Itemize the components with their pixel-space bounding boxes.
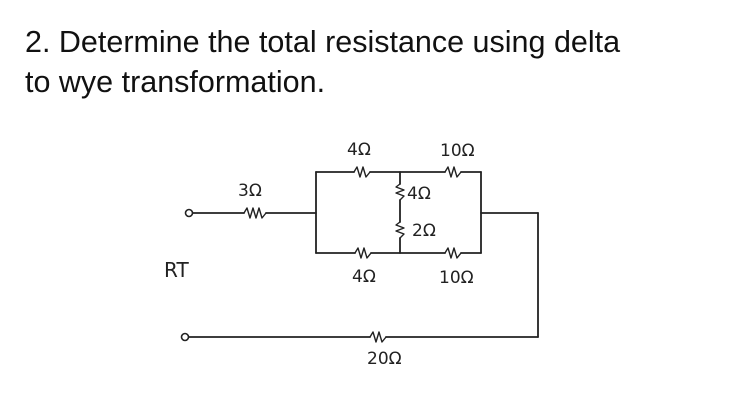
label-20-ohm: 20Ω — [367, 349, 402, 369]
resistor-10-ohm-top — [444, 166, 462, 178]
label-4-ohm-top: 4Ω — [347, 140, 371, 160]
label-4-ohm-middle: 4Ω — [407, 184, 431, 204]
terminal-top — [184, 208, 194, 218]
resistor-10-ohm-bottom — [444, 247, 462, 259]
resistor-20-ohm — [369, 331, 387, 343]
question-line-1: 2. Determine the total resistance using … — [25, 25, 621, 59]
label-2-ohm-middle: 2Ω — [412, 221, 436, 241]
terminal-bottom — [180, 332, 190, 342]
resistor-3-ohm — [243, 207, 267, 219]
question-line-2: to wye transformation. — [25, 65, 326, 99]
resistor-4-ohm-bottom — [354, 247, 372, 259]
label-10-ohm-top: 10Ω — [440, 141, 475, 161]
label-10-ohm-bottom: 10Ω — [439, 268, 474, 288]
resistor-2-ohm-middle — [395, 221, 405, 239]
resistor-4-ohm-middle — [395, 183, 405, 201]
question-text: 2. Determine the total resistance using … — [25, 22, 715, 102]
resistor-4-ohm-top — [353, 166, 371, 178]
label-total-resistance: RT — [164, 258, 189, 282]
label-4-ohm-bottom: 4Ω — [352, 267, 376, 287]
label-3-ohm: 3Ω — [238, 181, 262, 201]
